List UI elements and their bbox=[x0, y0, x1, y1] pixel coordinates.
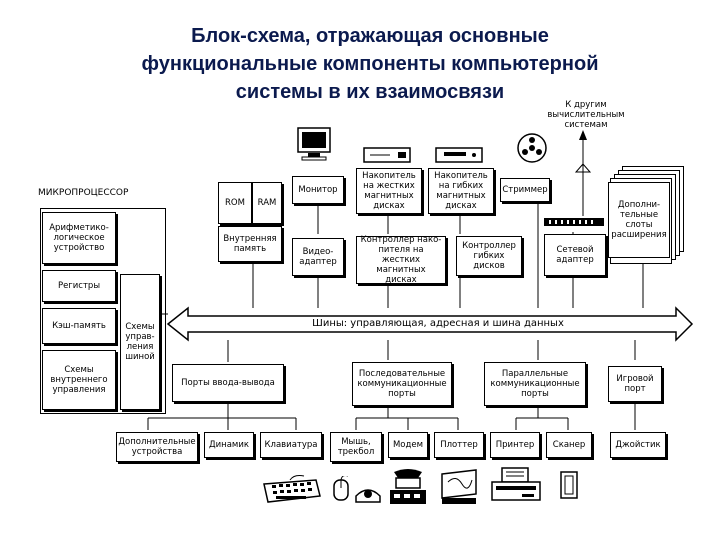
rom-block: ROM bbox=[218, 182, 252, 224]
title-line-2: функциональные компоненты компьютерной bbox=[141, 53, 599, 75]
printer-block: Принтер bbox=[490, 432, 540, 458]
scanner-icon bbox=[560, 471, 578, 499]
monitor-icon bbox=[297, 127, 331, 161]
trackball-icon bbox=[355, 489, 381, 503]
hard-drive-icon bbox=[363, 147, 411, 163]
internal-memory-block: Внутренняя память bbox=[218, 226, 282, 262]
floppy-disk-block: Накопитель на гибких магнитных дисках bbox=[428, 168, 494, 214]
plotter-icon bbox=[441, 469, 477, 504]
bus-control-block: Схемы управ- ления шиной bbox=[120, 274, 160, 410]
extra-slots-block: Дополни- тельные слоты расширения bbox=[608, 182, 670, 258]
extra-devices-block: Дополнительные устройства bbox=[116, 432, 198, 462]
printer-icon bbox=[491, 467, 541, 501]
modem-block: Модем bbox=[388, 432, 428, 458]
network-card-icon bbox=[544, 218, 604, 226]
external-arrowhead bbox=[579, 130, 587, 140]
lightning-icon bbox=[574, 163, 592, 173]
extra-slots-stack: Дополни- тельные слоты расширения bbox=[608, 166, 694, 266]
system-bus-label: Шины: управляющая, адресная и шина данны… bbox=[312, 318, 564, 329]
diagram-canvas: К другим вычислительным системам МИКРОПР… bbox=[38, 100, 698, 520]
game-port-block: Игровой порт bbox=[608, 366, 662, 402]
hard-disk-block: Накопитель на жестких магнитных дисках bbox=[356, 168, 422, 214]
system-bus-arrow bbox=[166, 306, 694, 342]
external-systems-label: К другим вычислительным системам bbox=[547, 100, 625, 130]
diagram-lines bbox=[138, 130, 694, 430]
floppy-drive-icon bbox=[435, 147, 483, 163]
mouse-icon bbox=[333, 476, 349, 501]
io-ports-block: Порты ввода-вывода bbox=[172, 364, 284, 402]
keyboard-block: Клавиатура bbox=[260, 432, 322, 458]
internal-control-block: Схемы внутреннего управления bbox=[42, 350, 116, 410]
cpu-frame bbox=[40, 208, 166, 414]
cpu-label: МИКРОПРОЦЕССОР bbox=[38, 188, 129, 198]
hdd-controller-block: Контроллер нако- пителя на жестких магни… bbox=[356, 235, 446, 285]
modem-phone-icon bbox=[390, 469, 426, 504]
serial-ports-block: Последовательные коммуникационные порты bbox=[352, 362, 452, 406]
network-adapter-block: Сетевой адаптер bbox=[544, 234, 606, 276]
cache-block: Кэш-память bbox=[42, 308, 116, 344]
alu-block: Арифметико- логическое устройство bbox=[42, 212, 116, 264]
monitor-block: Монитор bbox=[292, 176, 344, 204]
fdd-controller-block: Контроллер гибких дисков bbox=[456, 236, 522, 276]
keyboard-icon bbox=[263, 475, 321, 503]
plotter-block: Плоттер bbox=[434, 432, 484, 458]
mouse-block: Мышь, трекбол bbox=[330, 432, 382, 462]
speaker-block: Динамик bbox=[204, 432, 254, 458]
joystick-block: Джойстик bbox=[610, 432, 666, 458]
scanner-block: Сканер bbox=[546, 432, 592, 458]
title-line-1: Блок-схема, отражающая основные bbox=[191, 25, 549, 47]
page-title: Блок-схема, отражающая основные функцион… bbox=[70, 22, 670, 106]
registers-block: Регистры bbox=[42, 270, 116, 302]
ram-block: RAM bbox=[252, 182, 282, 224]
tape-reel-icon bbox=[517, 133, 547, 163]
parallel-ports-block: Параллельные коммуникационные порты bbox=[484, 362, 586, 406]
title-line-3: системы в их взаимосвязи bbox=[235, 81, 505, 103]
video-adapter-block: Видео- адаптер bbox=[292, 238, 344, 276]
streamer-block: Стриммер bbox=[500, 178, 550, 202]
connector-lines bbox=[138, 136, 644, 430]
